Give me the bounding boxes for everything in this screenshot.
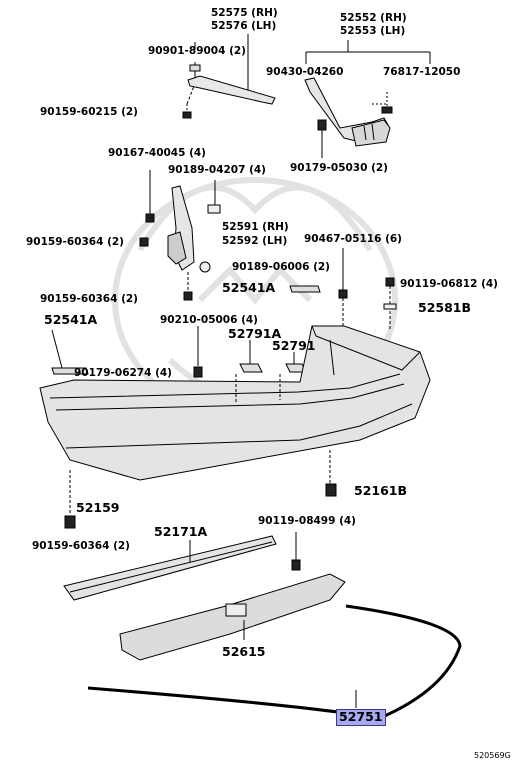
bolt-icon	[64, 483, 337, 529]
label-90159-60364-c[interactable]: 90159-60364 (2)	[32, 540, 130, 552]
label-52592[interactable]: 52592 (LH)	[222, 235, 288, 247]
label-52615[interactable]: 52615	[222, 644, 266, 659]
bumper-cover-part	[39, 325, 431, 514]
label-90179-05030[interactable]: 90179-05030 (2)	[290, 162, 388, 174]
label-52791[interactable]: 52791	[272, 338, 316, 353]
label-52581B[interactable]: 52581B	[418, 300, 472, 315]
label-52541A-right[interactable]: 52541A	[222, 280, 276, 295]
label-90167-40045[interactable]: 90167-40045 (4)	[108, 147, 206, 159]
nut-icon	[372, 92, 393, 114]
label-90119-08499[interactable]: 90119-08499 (4)	[258, 515, 356, 527]
rear-retainer-part	[63, 532, 297, 601]
label-76817-12050[interactable]: 76817-12050	[383, 66, 461, 78]
label-52576[interactable]: 52576 (LH)	[211, 20, 277, 32]
label-90159-60215[interactable]: 90159-60215 (2)	[40, 106, 138, 118]
bolt-icon	[338, 248, 348, 330]
screw-icon	[189, 64, 201, 77]
label-90159-60364-a[interactable]: 90159-60364 (2)	[26, 236, 124, 248]
bumper-extension-part	[304, 40, 431, 147]
spacer-pad-part	[51, 285, 321, 375]
label-52159[interactable]: 52159	[76, 500, 120, 515]
bumper-stay-part	[149, 170, 216, 271]
label-90901-89004[interactable]: 90901-89004 (2)	[148, 45, 246, 57]
label-90189-06006[interactable]: 90189-06006 (2)	[232, 261, 330, 273]
label-90159-60364-b[interactable]: 90159-60364 (2)	[40, 293, 138, 305]
label-52553[interactable]: 52553 (LH)	[340, 25, 406, 37]
label-52161B[interactable]: 52161B	[354, 483, 408, 498]
label-52791A[interactable]: 52791A	[228, 326, 282, 341]
label-52171A[interactable]: 52171A	[154, 524, 208, 539]
diagram-code: 520569G	[474, 751, 511, 760]
label-90189-04207[interactable]: 90189-04207 (4)	[168, 164, 266, 176]
label-90179-06274[interactable]: 90179-06274 (4)	[74, 367, 172, 379]
clip-icon	[317, 119, 327, 158]
bolt-icon	[182, 85, 195, 119]
label-90210-05006[interactable]: 90210-05006 (4)	[160, 314, 258, 326]
bumper-reinforcement-part	[119, 573, 346, 661]
label-90430-04260[interactable]: 90430-04260	[266, 66, 344, 78]
label-52751-highlighted[interactable]: 52751	[336, 709, 386, 726]
label-52591[interactable]: 52591 (RH)	[222, 221, 289, 233]
label-52552[interactable]: 52552 (RH)	[340, 12, 407, 24]
label-52541A-left[interactable]: 52541A	[44, 312, 98, 327]
screw-icon	[291, 559, 301, 571]
bumper-moulding-part	[87, 604, 462, 720]
label-90467-05116[interactable]: 90467-05116 (6)	[304, 233, 402, 245]
screw-icon	[383, 277, 397, 330]
label-52575[interactable]: 52575 (RH)	[211, 7, 278, 19]
retainer-bracket-part	[187, 34, 276, 105]
label-90119-06812[interactable]: 90119-06812 (4)	[400, 278, 498, 290]
bolt-icon	[139, 204, 221, 301]
